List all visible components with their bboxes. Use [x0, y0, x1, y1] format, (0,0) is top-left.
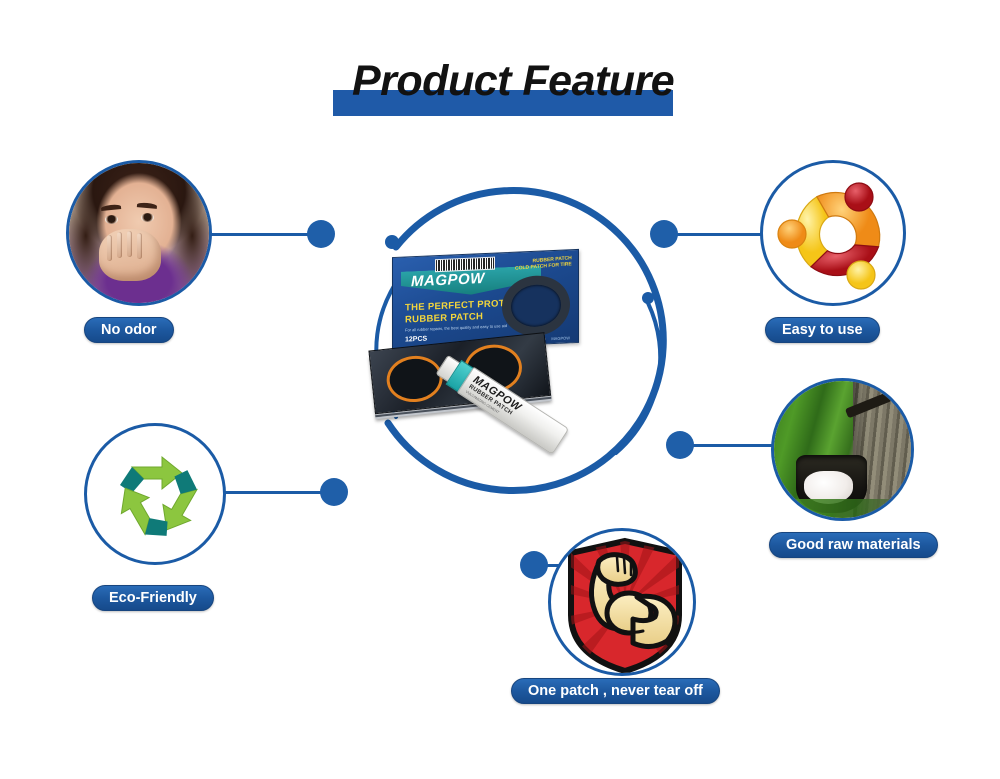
feature-circle-good-raw-materials[interactable] [771, 378, 914, 521]
product-box-quantity: 12PCS [405, 335, 428, 344]
feature-label-no-odor[interactable]: No odor [84, 317, 174, 343]
page-title-text: Product Feature [352, 57, 675, 105]
girl-finger [107, 235, 112, 261]
product-box-brand: MAGPOW [411, 270, 485, 291]
product-box-line2: RUBBER PATCH [405, 311, 484, 326]
feature-circle-one-patch[interactable] [548, 528, 696, 676]
feature-label-one-patch[interactable]: One patch , never tear off [511, 678, 720, 704]
connector-line-no-odor [205, 233, 320, 236]
recycle-icon [87, 426, 223, 562]
feature-label-good-raw-materials[interactable]: Good raw materials [769, 532, 938, 558]
connector-dot-one-patch [520, 551, 548, 579]
connector-line-eco-friendly [215, 491, 330, 494]
tire-tread-icon [502, 274, 570, 338]
girl-covering-nose-photo [69, 163, 209, 303]
circle-of-friends-icon [763, 163, 903, 303]
connector-line-easy-to-use [666, 233, 776, 236]
title-underline-bar [333, 90, 673, 116]
girl-finger [117, 232, 122, 258]
rubber-patch-circle [384, 353, 445, 405]
connector-dot-no-odor [307, 220, 335, 248]
girl-finger [137, 233, 142, 259]
feature-circle-eco-friendly[interactable] [84, 423, 226, 565]
page-title: Product Feature [330, 52, 680, 122]
girl-eyebrow [136, 202, 158, 209]
connector-dot-eco-friendly [320, 478, 348, 506]
girl-eye [141, 213, 154, 222]
rubber-tree-tapping-photo [774, 381, 911, 518]
feature-label-eco-friendly[interactable]: Eco-Friendly [92, 585, 214, 611]
grass [774, 498, 911, 518]
girl-eyebrow [100, 203, 122, 212]
product-box-brand-small: MAGPOW [551, 335, 570, 342]
connector-dot-easy-to-use [650, 220, 678, 248]
girl-hands [99, 229, 161, 281]
girl-eye [105, 215, 118, 224]
connector-dot-good-raw-materials [666, 431, 694, 459]
feature-circle-no-odor[interactable] [66, 160, 212, 306]
feature-circle-easy-to-use[interactable] [760, 160, 906, 306]
flexing-muscle-shield-icon [551, 531, 693, 673]
connector-line-good-raw-materials [680, 444, 780, 447]
latex-liquid [804, 471, 854, 505]
feature-label-easy-to-use[interactable]: Easy to use [765, 317, 880, 343]
girl-finger [127, 231, 132, 257]
